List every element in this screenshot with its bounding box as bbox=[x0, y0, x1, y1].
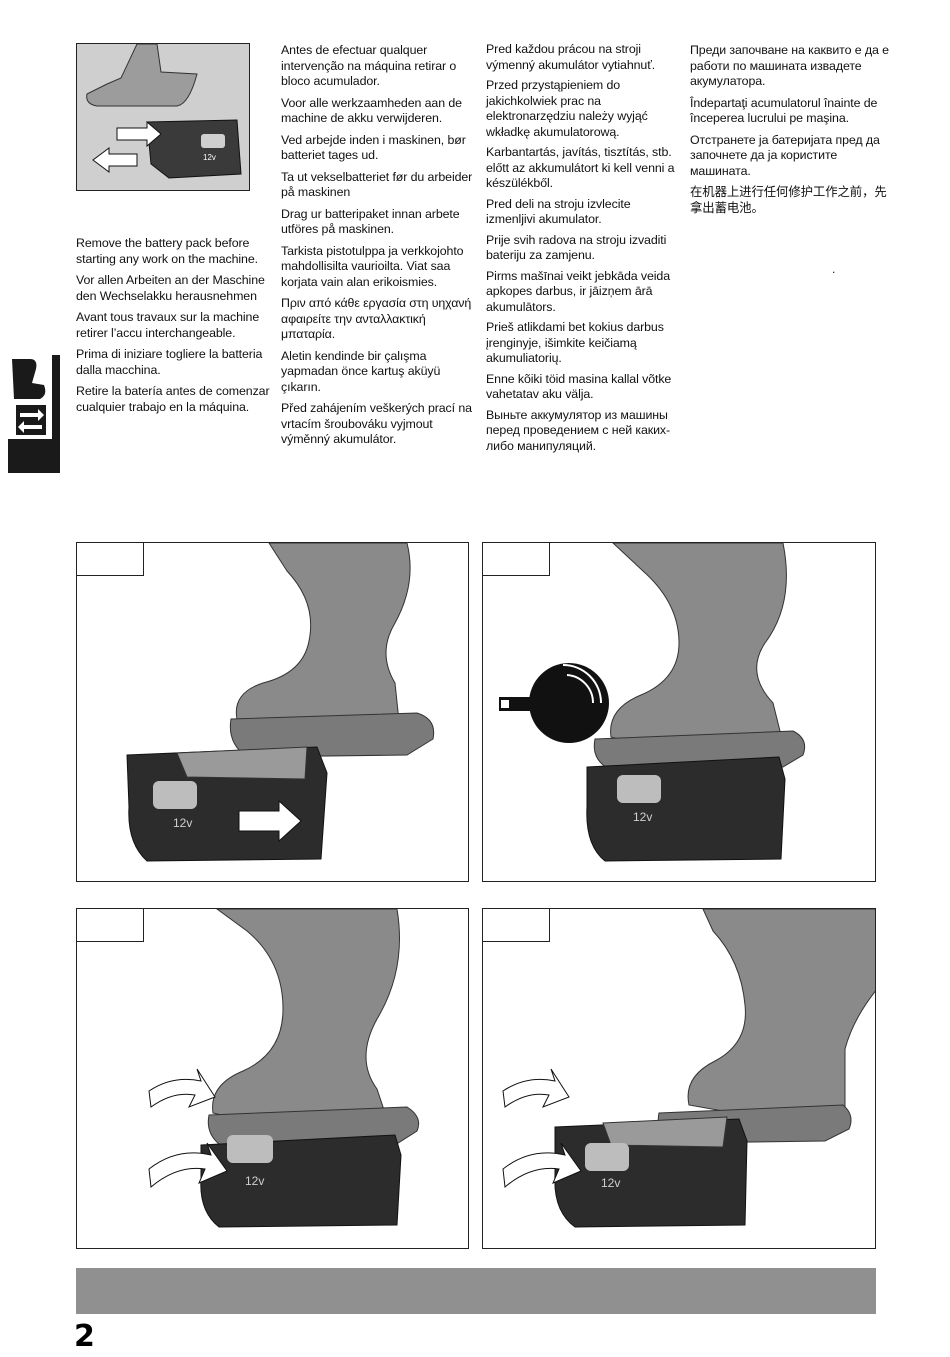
instruction-pl: Przed przystąpieniem do jakichkolwiek pr… bbox=[486, 78, 648, 139]
figure-4: 12v bbox=[482, 908, 876, 1249]
figure-4-label-box bbox=[483, 909, 550, 942]
instruction-pt: Antes de efectuar qualquer intervenção n… bbox=[281, 43, 457, 88]
battery-label-fig1: 12v bbox=[173, 816, 192, 830]
figure-3-battery-insert: 12v bbox=[148, 909, 420, 1228]
figure-3: 12v bbox=[76, 908, 469, 1249]
figure-1: 12v bbox=[76, 542, 469, 882]
figure-1-label-box bbox=[77, 543, 144, 576]
figure-4-battery-insert-release: 12v bbox=[502, 909, 875, 1228]
figure-1-drill-battery-slide-out: 12v bbox=[126, 543, 435, 862]
battery-label-fig3: 12v bbox=[245, 1174, 264, 1188]
figure-2-label-box bbox=[483, 543, 550, 576]
instruction-lv: Pirms mašīnai veikt jebkāda veida apkope… bbox=[486, 268, 671, 314]
text-column-4: Преди започване на каквито е да е работи… bbox=[690, 43, 890, 222]
instruction-fr: Avant tous travaux sur la machine retire… bbox=[76, 310, 260, 340]
instruction-it: Prima di iniziare togliere la batteria d… bbox=[76, 347, 263, 377]
instruction-tr: Aletin kendinde bir çalışma yapmadan önc… bbox=[281, 348, 441, 394]
text-column-2: Antes de efectuar qualquer intervenção n… bbox=[281, 43, 476, 454]
instruction-ru: Выньте аккумулятор из машины перед прове… bbox=[486, 407, 671, 453]
battery-label-small: 12v bbox=[203, 153, 216, 162]
section-tab bbox=[8, 355, 60, 473]
battery-removal-illustration: 12v bbox=[77, 44, 249, 190]
stray-dot: . bbox=[832, 262, 836, 276]
instruction-sk: Pred každou prácou na stroji výmenný aku… bbox=[486, 42, 656, 72]
instruction-da: Ved arbejde inden i maskinen, bør batter… bbox=[281, 132, 466, 163]
instruction-nl: Voor alle werkzaamheden aan de machine d… bbox=[281, 95, 462, 126]
battery-label-fig2: 12v bbox=[633, 810, 652, 824]
instruction-zh: 在机器上进行任何修护工作之前，先拿出蓄电池。 bbox=[690, 185, 887, 215]
instruction-ro: Îndepartaţi acumulatorul înainte de înce… bbox=[690, 95, 878, 126]
footer-grey-bar bbox=[76, 1268, 876, 1314]
instruction-es: Retire la batería antes de comenzar cual… bbox=[76, 384, 270, 414]
instruction-et: Enne kõiki töid masina kallal võtke vahe… bbox=[486, 371, 672, 402]
instruction-hu: Karbantartás, javítás, tisztítás, stb. e… bbox=[486, 145, 675, 190]
instruction-sl: Pred deli na stroju izvlecite izmenljivi… bbox=[486, 196, 631, 227]
top-illustration: 12v bbox=[76, 43, 250, 191]
battery-swap-icon bbox=[8, 355, 52, 439]
instruction-bg: Преди започване на каквито е да е работи… bbox=[690, 43, 889, 88]
figure-2: 12v bbox=[482, 542, 876, 882]
instruction-sv: Drag ur batteripaket innan arbete utföre… bbox=[281, 206, 460, 237]
instruction-de: Vor allen Arbeiten an der Maschine den W… bbox=[76, 273, 265, 303]
battery-label-fig4: 12v bbox=[601, 1176, 620, 1190]
page-number: 2 bbox=[74, 1319, 95, 1354]
instruction-hr: Prije svih radova na stroju izvaditi bat… bbox=[486, 232, 667, 263]
instruction-mk: Отстранете ја батеријата пред да започне… bbox=[690, 132, 880, 178]
figure-2-battery-charge-indicator: 12v bbox=[499, 543, 806, 862]
instruction-no: Ta ut vekselbatteriet før du arbeider på… bbox=[281, 169, 473, 200]
figure-3-label-box bbox=[77, 909, 144, 942]
instruction-cs: Před zahájením veškerých prací na vrtací… bbox=[281, 401, 472, 446]
instruction-fi: Tarkista pistotulppa ja verkkojohto mahd… bbox=[281, 243, 464, 289]
instruction-el: Πριν από κάθε εργασία στη υηχανή αφαιρεί… bbox=[281, 296, 472, 341]
instruction-en: Remove the battery pack before starting … bbox=[76, 236, 258, 266]
text-column-1: Remove the battery pack before starting … bbox=[76, 236, 271, 421]
text-column-3: Pred každou prácou na stroji výmenný aku… bbox=[486, 42, 681, 459]
instruction-lt: Prieš atlikdami bet kokius darbus įrengi… bbox=[486, 320, 664, 365]
